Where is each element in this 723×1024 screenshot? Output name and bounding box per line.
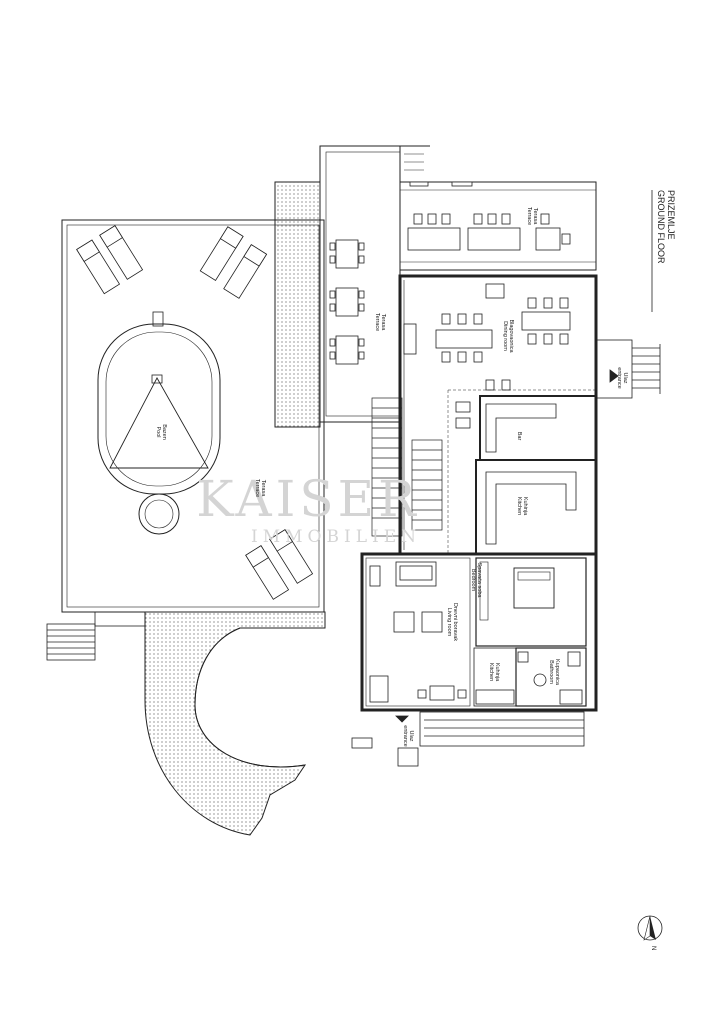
label-bedroom-hr: Spavaća soba	[476, 563, 482, 599]
label-bedroom-en: Bedroom	[470, 569, 476, 592]
label-terrace-mid-en: Terrace	[374, 313, 380, 331]
watermark-line2: IMMOBILIEN	[251, 527, 421, 547]
bedroom	[475, 557, 587, 647]
watermark-line1: KAISER	[196, 470, 420, 528]
title-line2: GROUND FLOOR	[656, 190, 666, 264]
plan-title: PRIZEMLJE GROUND FLOOR	[651, 190, 676, 312]
label-terrace-main-en: Terrace	[254, 479, 260, 497]
label-pool-hr: Bazen	[161, 424, 167, 440]
label-living-en: Living room	[446, 608, 452, 637]
left-stairs	[46, 611, 146, 661]
label-living-hr: Dnevni boravak	[452, 603, 458, 641]
pool	[97, 311, 221, 535]
bottom-stairs	[351, 711, 585, 767]
sunbeds	[76, 225, 314, 600]
upper-terrace	[319, 145, 401, 423]
top-terrace	[399, 145, 597, 271]
dining-furniture	[403, 283, 571, 391]
top-terrace-furniture	[407, 181, 571, 251]
label-pool-en: Pool	[155, 426, 161, 437]
label-entrance-side-hr: Ulaz	[622, 372, 628, 383]
label-entrance-main-hr: Ulaz	[408, 730, 414, 741]
label-bathroom-hr: Kupaonica	[554, 659, 560, 686]
label-kitchen-hr: Kuhinja	[522, 497, 528, 516]
label-entrance-main-en: entrance	[402, 725, 408, 746]
curved-walkway	[144, 611, 326, 836]
terrace-tables	[329, 239, 365, 365]
kitchen2-bathroom	[473, 647, 587, 707]
label-terrace-main-hr: Terasa	[260, 480, 266, 497]
label-kitchen2-en: Kitchen	[488, 663, 494, 681]
title-line1: PRIZEMLJE	[666, 190, 676, 240]
north-label: N	[650, 946, 656, 950]
side-entrance	[595, 339, 661, 399]
paving-strip	[274, 181, 321, 428]
interior-stairs	[371, 397, 443, 537]
label-dining-en: Dining room	[502, 321, 508, 351]
watermark: KAISER IMMOBILIEN	[196, 470, 421, 547]
bar-kitchen	[447, 389, 597, 555]
label-terrace-mid-hr: Terasa	[380, 314, 386, 331]
label-kitchen-en: Kitchen	[516, 497, 522, 515]
north-arrow-icon: N	[637, 915, 663, 950]
label-terrace-top-en: Terrace	[526, 207, 532, 225]
label-kitchen2-hr: Kuhinja	[494, 663, 500, 682]
label-dining-hr: Blagovaonica	[508, 319, 514, 353]
label-entrance-side-en: entrance	[616, 367, 622, 388]
living-room	[369, 561, 467, 703]
label-bathroom-en: Bathroom	[548, 660, 554, 684]
room-labels: Terasa Terrace Terasa Terrace Terasa Ter…	[155, 207, 628, 747]
label-terrace-top-hr: Terasa	[532, 208, 538, 225]
label-bar: Bar	[516, 432, 522, 441]
